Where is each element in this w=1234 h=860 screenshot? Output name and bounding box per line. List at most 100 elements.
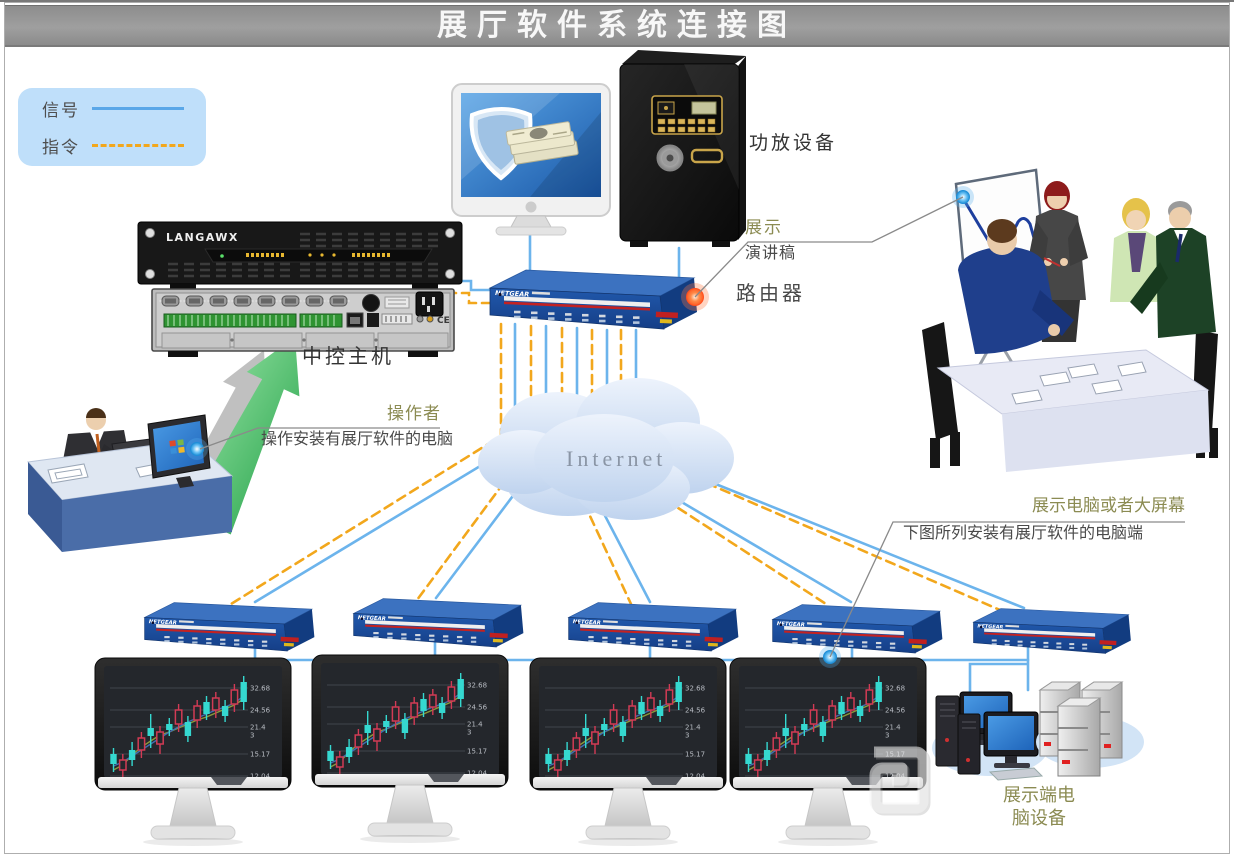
router-label: 路由器: [736, 283, 805, 305]
display-monitor-3: 32.68 24.56 21.43 15.17 12.04: [529, 657, 727, 846]
command-line-sample: [92, 144, 184, 147]
price-tick: 21.4: [885, 724, 901, 732]
windows-logo-icon: [169, 439, 185, 454]
price-tick: 32.68: [885, 685, 905, 693]
stock-chart: 32.68 24.56 21.43 15.17 12.04: [545, 676, 706, 781]
endpoint-pcs: [932, 691, 1048, 781]
netgear-brand: NETGEAR: [573, 619, 601, 626]
internet-label: Internet: [566, 446, 666, 471]
person-attendee-green: [1130, 201, 1216, 338]
money-icon: [505, 121, 579, 165]
price-tick: 24.56: [685, 707, 706, 715]
host-dip-switch: [381, 313, 413, 325]
rack-led-panel: [204, 248, 433, 263]
central-host-label: 中控主机: [302, 346, 394, 368]
central-rack-device: LANGAWX: [137, 221, 463, 289]
operator-scene: [26, 408, 234, 552]
page-frame-top: [0, 0, 1234, 2]
pc-monitor-2: [983, 711, 1039, 768]
line-switch5-endpoints: [968, 646, 1030, 700]
rack-brand: LANGAWX: [166, 231, 239, 244]
price-tick: 15.17: [467, 748, 487, 756]
price-tick: 24.56: [467, 704, 488, 712]
netgear-brand: NETGEAR: [149, 619, 177, 626]
pc-keyboard: [988, 767, 1044, 781]
operator-monitor: [147, 414, 211, 488]
signal-line-sample: [92, 107, 184, 110]
display-monitor-2: 32.68 24.56 21.43 15.17 12.04: [311, 654, 509, 843]
price-tick: 21.4: [685, 724, 701, 732]
switch-device-5: NETGEAR: [972, 608, 1131, 654]
host-usb-port: [367, 313, 379, 327]
switch-device-4: NETGEAR: [771, 604, 943, 654]
internet-cloud: Internet: [478, 378, 734, 520]
legend-signal-label: 信号: [42, 101, 80, 120]
netgear-brand: NETGEAR: [977, 624, 1003, 631]
operator-glow-dot: [186, 438, 208, 460]
display-leader-line: [694, 196, 964, 298]
switch-device-2: NETGEAR: [352, 598, 524, 648]
chair: [922, 322, 958, 440]
price-tick: 12.04: [250, 773, 271, 781]
host-power-inlet: [415, 291, 444, 317]
operator-leader-line: [199, 427, 440, 450]
amplifier-label: 功放设备: [749, 133, 838, 154]
endpoint-servers: [1036, 681, 1144, 777]
operator-desk-side: [28, 462, 62, 552]
legend-box: 信号 指令: [18, 88, 206, 166]
host-knob: [362, 294, 380, 312]
price-tick: 12.04: [467, 770, 488, 778]
router-device: NETGEAR: [488, 269, 697, 330]
price-tick: 3: [885, 732, 889, 740]
price-tick: 24.56: [885, 707, 906, 715]
screens-label: 展示电脑或者大屏幕: [1032, 496, 1185, 515]
meeting-scene: [922, 168, 1218, 472]
switch-device-3: NETGEAR: [567, 602, 739, 652]
switch-device-1: NETGEAR: [143, 602, 315, 652]
terminal-block: [299, 313, 343, 328]
imac-logo-dot: [525, 201, 537, 213]
operator-desk-front: [62, 476, 232, 552]
safe-handle: [690, 148, 724, 164]
endpoint-label-line2: 脑设备: [1012, 807, 1066, 828]
price-tick: 15.17: [685, 751, 705, 759]
amplifier-safe: [619, 50, 746, 247]
central-host-device: CE: [151, 288, 455, 357]
legend-command-label: 指令: [42, 138, 80, 157]
line-switch-drops: [253, 639, 854, 662]
endpoint-label: 展示端电 脑设备: [980, 784, 1098, 829]
screens-leader-line: [829, 521, 1185, 658]
price-tick: 3: [250, 732, 254, 740]
operator-label: 操作者: [387, 404, 441, 423]
safe-keypad: [651, 95, 723, 135]
presentation-imac: [451, 83, 611, 236]
price-tick: 15.17: [250, 751, 270, 759]
price-tick: 3: [467, 729, 471, 737]
netgear-brand: NETGEAR: [358, 615, 386, 622]
netgear-brand: NETGEAR: [777, 621, 805, 628]
speech-draft-label: 演讲稿: [745, 245, 797, 262]
endpoint-label-line1: 展示端电: [1003, 785, 1075, 805]
price-tick: 3: [685, 732, 689, 740]
pc-tower: [935, 695, 960, 767]
price-tick: 32.68: [467, 682, 487, 690]
screens-desc-label: 下图所列安装有展厅软件的电脑端: [903, 525, 1144, 542]
price-tick: 32.68: [685, 685, 705, 693]
price-tick: 21.4: [467, 721, 483, 729]
ce-mark: CE: [437, 316, 450, 326]
price-tick: 12.04: [685, 773, 706, 781]
legend-row-signal: 信号: [42, 96, 206, 121]
meeting-table-front: [1002, 390, 1210, 472]
person-attendee-blue: [958, 219, 1074, 354]
pc-tower-2: [957, 713, 981, 775]
display-label: 展示: [745, 218, 783, 237]
page-title: 展厅软件系统连接图: [437, 8, 797, 42]
annotation-lines: [199, 196, 1185, 658]
stock-chart: 32.68 24.56 21.43 15.17 12.04: [327, 673, 488, 778]
title-bar: 展厅软件系统连接图: [5, 5, 1229, 47]
price-tick: 21.4: [250, 724, 266, 732]
